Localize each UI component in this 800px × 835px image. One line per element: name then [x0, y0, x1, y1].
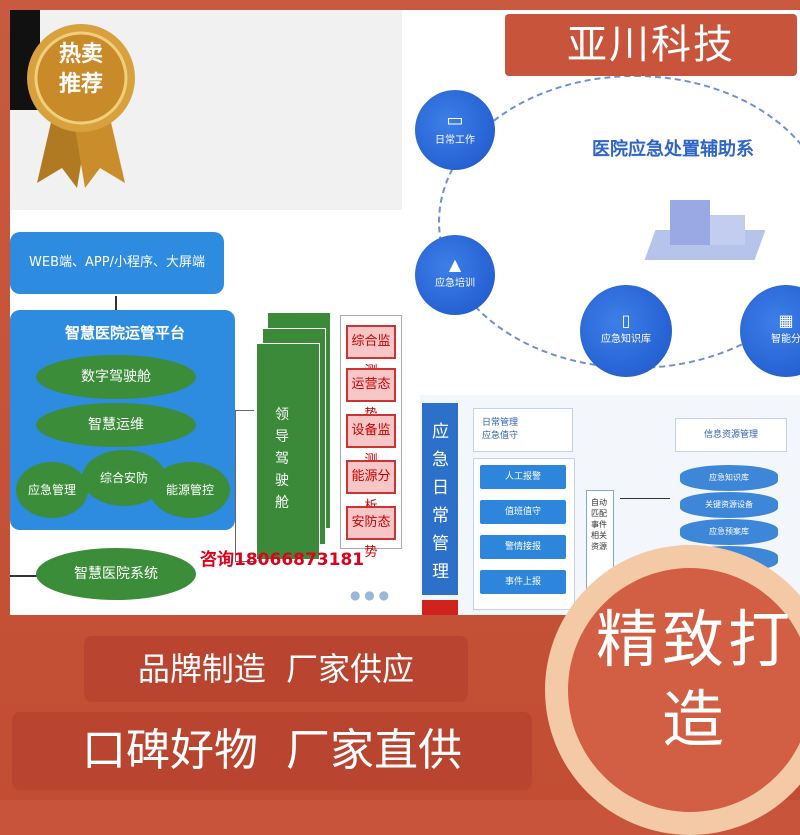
promo-pill-1: 品牌制造 厂家供应 [84, 636, 468, 702]
cockpit-bracket [235, 410, 254, 562]
node-training: ▲ 应急培训 [415, 235, 495, 315]
book-icon: ▯ [621, 311, 631, 330]
module-security-label: 综合安防 [99, 471, 148, 485]
function-list-frame [340, 315, 402, 549]
promo-pill-1-label: 品牌制造 厂家供应 [137, 650, 415, 688]
chart-icon: ▦ [778, 311, 794, 330]
cycle-title: 医院应急处置辅助系 [592, 139, 754, 160]
cockpit-label: 领导驾驶舱 [275, 407, 289, 511]
flow-step-alarm: 人工报警 [480, 465, 566, 489]
function-security-label: 安防态势 [351, 515, 391, 560]
module-energy-label: 能源管控 [165, 483, 214, 497]
resource-equipment-label: 关键资源设备 [705, 500, 753, 509]
function-monitoring: 综合监测 [346, 325, 396, 379]
flow-header-line1: 日常管理 [482, 418, 519, 428]
system-arrow [10, 575, 40, 577]
graduation-cap-icon: ▲ [448, 255, 462, 274]
function-security: 安防态势 [346, 506, 396, 560]
resource-header: 信息资源管理 [675, 418, 787, 452]
flow-header-line2: 应急值守 [482, 431, 519, 441]
resource-knowledge-label: 应急知识库 [709, 473, 749, 482]
brand-banner: 亚川科技 [505, 14, 797, 76]
client-bar: WEB端、APP/小程序、大屏端 [10, 232, 224, 294]
node-knowledge: ▯ 应急知识库 [580, 285, 672, 377]
platform-title: 智慧医院运管平台 [64, 324, 185, 342]
flow-step-duty: 值班值守 [480, 500, 566, 524]
module-ops: 智慧运维 [36, 403, 196, 447]
module-emergency: 应急管理 [16, 462, 88, 518]
flow-middle-note: 自动匹配事件相关资源 [591, 498, 607, 551]
flow-step-duty-label: 值班值守 [504, 507, 541, 517]
feature-text: 精致打造 [595, 603, 794, 756]
resource-equipment: 关键资源设备 [680, 492, 778, 518]
resource-title: 信息资源管理 [703, 430, 758, 440]
node-analysis: ▦ 智能分 [740, 285, 800, 377]
module-emergency-label: 应急管理 [27, 483, 76, 497]
module-cockpit-label: 数字驾驶舱 [81, 369, 151, 385]
node-training-label: 应急培训 [435, 278, 475, 289]
flow-step-receive: 警情接报 [480, 535, 566, 559]
badge-line1: 热卖 [58, 42, 103, 67]
flow-header-box: 日常管理 应急值守 [473, 408, 573, 452]
flow-step-report: 事件上报 [480, 570, 566, 594]
consult-phone: 咨询18066873181 [200, 550, 365, 570]
flow-step-receive-label: 警情接报 [504, 542, 541, 552]
hospital-system-label: 智慧医院系统 [74, 566, 158, 582]
flow-step-alarm-label: 人工报警 [504, 472, 541, 482]
product-image: WEB端、APP/小程序、大屏端 智慧医院运管平台 数字驾驶舱 智慧运维 应急管… [10, 10, 800, 615]
function-operations: 运营态势 [346, 368, 396, 422]
module-energy: 能源管控 [150, 462, 230, 518]
badge-text: 热卖 推荐 [34, 40, 128, 100]
hospital-system: 智慧医院系统 [36, 548, 196, 600]
monitor-icon: ▭ [446, 110, 464, 131]
brand-name: 亚川科技 [567, 22, 735, 68]
resource-plans: 应急预案库 [680, 519, 778, 545]
node-knowledge-label: 应急知识库 [601, 334, 651, 345]
module-cockpit: 数字驾驶舱 [36, 355, 196, 399]
hospital-building-illustration [644, 190, 766, 260]
flow-connector [620, 498, 670, 499]
badge-line2: 推荐 [58, 72, 103, 97]
node-daily-work-label: 日常工作 [435, 135, 475, 146]
module-ops-label: 智慧运维 [88, 417, 144, 433]
function-energy: 能源分析 [346, 460, 396, 514]
node-daily-work: ▭ 日常工作 [415, 90, 495, 170]
function-equipment: 设备监测 [346, 414, 396, 468]
client-bar-label: WEB端、APP/小程序、大屏端 [29, 255, 205, 270]
dots: ● ● ● [350, 588, 390, 602]
flow-red-marker [422, 600, 458, 615]
connector-arrow [115, 296, 117, 310]
flow-side-label-box: 应急日常管理 [422, 403, 458, 595]
flow-side-label: 应急日常管理 [432, 422, 449, 582]
promo-pill-2-label: 口碑好物 厂家直供 [82, 725, 462, 776]
cockpit-panel: 领导驾驶舱 [256, 343, 320, 560]
node-analysis-label: 智能分 [771, 334, 800, 345]
resource-knowledge: 应急知识库 [680, 465, 778, 491]
hot-sale-badge [27, 24, 135, 188]
feature-circle [568, 568, 800, 812]
promo-pill-2: 口碑好物 厂家直供 [12, 712, 532, 790]
resource-plans-label: 应急预案库 [709, 527, 749, 536]
flow-step-report-label: 事件上报 [504, 577, 541, 587]
